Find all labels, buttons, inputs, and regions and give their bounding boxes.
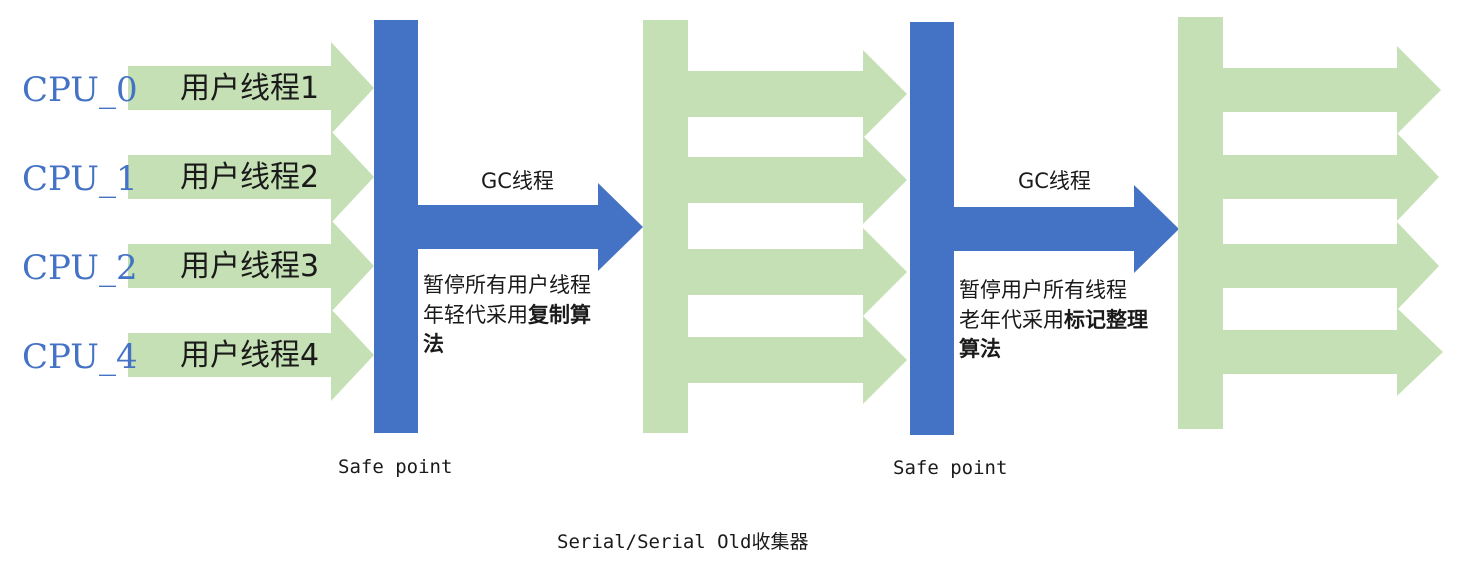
resumed-thread-arrow-2d — [1223, 308, 1443, 396]
cpu-label-1: CPU_1 — [22, 159, 138, 199]
resumed-thread-arrow-1b — [688, 136, 907, 224]
resumed-threads-spine-1 — [643, 20, 688, 433]
resumed-thread-arrow-2b — [1223, 133, 1439, 221]
cpu-label-3: CPU_4 — [22, 337, 138, 377]
phase2-note-line-2: 老年代采用标记整理 — [959, 308, 1148, 332]
user-thread-label-0: 用户线程1 — [180, 71, 319, 106]
user-thread-label-2: 用户线程3 — [180, 249, 319, 284]
user-thread-label-1: 用户线程2 — [180, 160, 319, 195]
gc-thread-arrow-1 — [418, 183, 643, 271]
phase2-note-line-3: 算法 — [959, 337, 1001, 361]
cpu-label-0: CPU_0 — [22, 70, 138, 110]
phase1-note-line-3: 法 — [423, 332, 444, 356]
resumed-thread-arrow-2a — [1223, 46, 1441, 134]
resumed-user-threads-1 — [643, 20, 907, 433]
diagram-caption: Serial/Serial Old收集器 — [557, 531, 808, 553]
resumed-thread-arrow-1c — [688, 228, 907, 316]
safepoint-label-2: Safe point — [893, 457, 1007, 479]
user-thread-arrow-2 — [128, 220, 374, 312]
user-thread-arrow-3 — [128, 309, 374, 401]
resumed-threads-spine-2 — [1178, 17, 1223, 429]
phase2-note-line-1: 暂停用户所有线程 — [959, 278, 1127, 302]
user-thread-arrow-1 — [128, 131, 374, 223]
resumed-user-threads-2 — [1178, 17, 1443, 429]
phase1-note-line-1: 暂停所有用户线程 — [423, 273, 591, 297]
user-thread-arrows — [128, 42, 374, 401]
user-thread-label-3: 用户线程4 — [180, 338, 319, 373]
phase1-note-line-2: 年轻代采用复制算 — [423, 303, 591, 327]
resumed-thread-arrow-2c — [1223, 222, 1439, 310]
user-thread-arrow-0 — [128, 42, 374, 134]
safepoint-bar-1 — [374, 20, 418, 433]
gc-thread-label-2: GC线程 — [1018, 169, 1091, 193]
gc-thread-arrow-2 — [954, 185, 1179, 273]
resumed-thread-arrow-1d — [688, 316, 907, 404]
safepoint-label-1: Safe point — [338, 456, 452, 478]
safepoint-bar-2 — [910, 22, 954, 435]
gc-thread-label-1: GC线程 — [481, 169, 554, 193]
cpu-label-2: CPU_2 — [22, 248, 138, 288]
resumed-thread-arrow-1a — [688, 50, 907, 138]
